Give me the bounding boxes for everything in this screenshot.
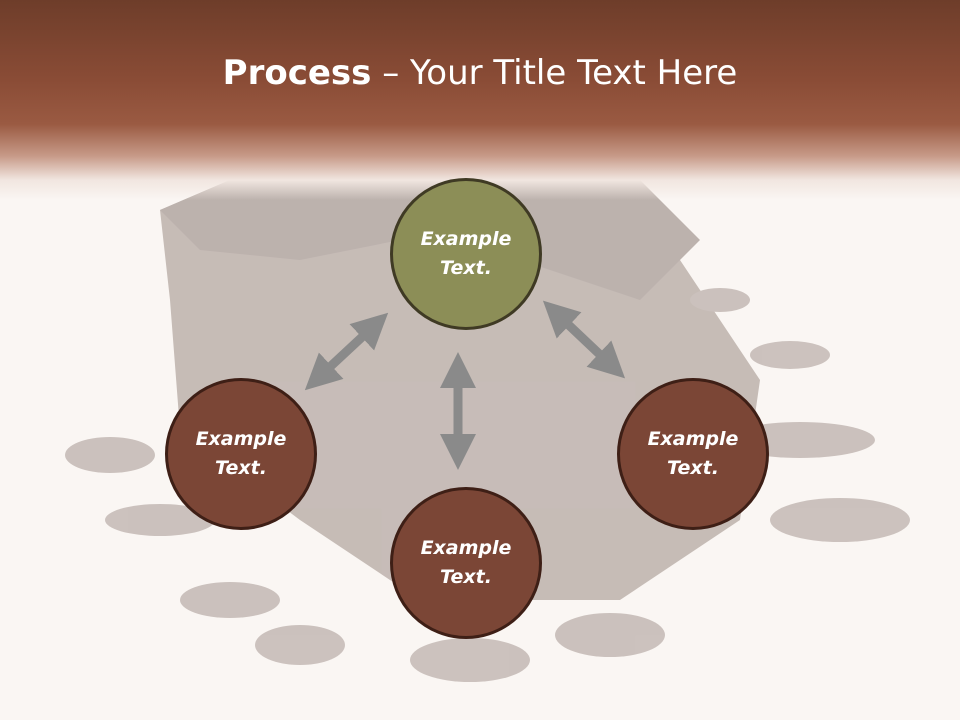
node-bottom: Example Text.	[390, 487, 542, 639]
node-left: Example Text.	[165, 378, 317, 530]
slide-title: Process – Your Title Text Here	[0, 50, 960, 96]
header-band	[0, 0, 960, 200]
node-top: Example Text.	[390, 178, 542, 330]
node-right: Example Text.	[617, 378, 769, 530]
node-top-label: Example Text.	[420, 228, 512, 279]
arrow-top-left	[304, 312, 389, 391]
node-bottom-label: Example Text.	[420, 537, 512, 588]
title-rest: Your Title Text Here	[410, 53, 738, 93]
title-dash: –	[371, 53, 411, 93]
title-bold: Process	[222, 53, 372, 93]
arrow-top-right	[542, 300, 626, 379]
node-left-label: Example Text.	[195, 428, 287, 479]
node-right-label: Example Text.	[647, 428, 739, 479]
